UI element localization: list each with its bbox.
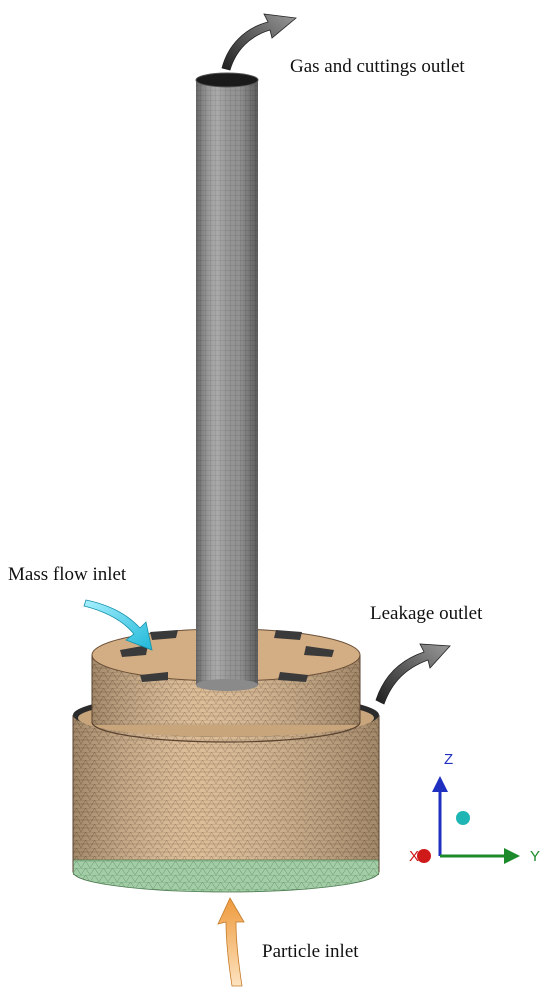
bottom-green-band — [72, 859, 380, 893]
x-axis-label: X — [409, 848, 419, 865]
z-axis-arrowhead — [432, 776, 448, 792]
origin-sphere — [456, 811, 470, 825]
tube-opening — [195, 72, 259, 88]
particle-inlet-arrow — [217, 897, 245, 987]
leakage-outlet-arrow — [375, 643, 451, 705]
coordinate-axes: Z Y X — [409, 751, 540, 865]
y-axis-arrowhead — [504, 848, 520, 864]
mass-flow-arrow — [83, 599, 153, 651]
gas-outlet-label: Gas and cuttings outlet — [290, 56, 465, 77]
z-axis-label: Z — [444, 751, 453, 768]
y-axis-label: Y — [530, 848, 540, 865]
particle-inlet-label: Particle inlet — [262, 941, 359, 962]
gas-outlet-arrow — [221, 13, 297, 71]
x-axis-dot — [417, 849, 431, 863]
central-tube — [195, 72, 259, 691]
leakage-outlet-label: Leakage outlet — [370, 603, 483, 624]
mass-flow-inlet-label: Mass flow inlet — [8, 564, 127, 585]
